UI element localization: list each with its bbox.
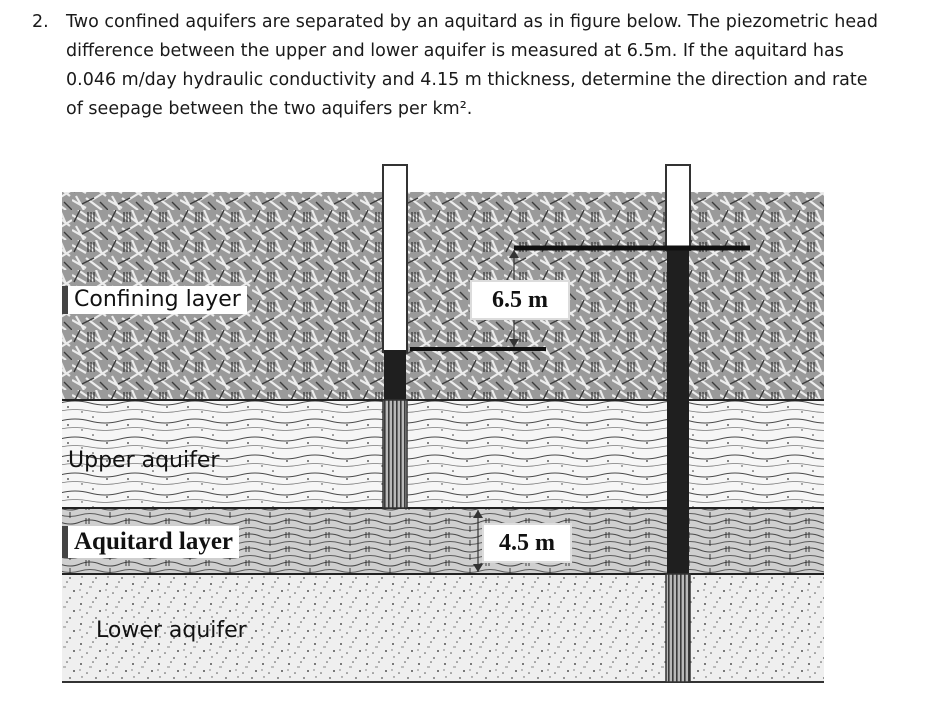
lower-piezometer-screen bbox=[665, 573, 691, 683]
aquitard-thickness-label: 4.5 m bbox=[484, 525, 570, 561]
upper-aquifer-label: Upper aquifer bbox=[68, 448, 220, 473]
upper-piezometer-casing bbox=[382, 164, 408, 353]
upper-piezometer-water-column bbox=[384, 350, 406, 400]
lower-aquifer-layer bbox=[62, 574, 824, 682]
confining-layer-label: Confining layer bbox=[62, 286, 247, 314]
upper-aquifer-layer bbox=[62, 400, 824, 508]
head-difference-label: 6.5 m bbox=[472, 282, 568, 318]
question-text: Two confined aquifers are separated by a… bbox=[66, 12, 878, 119]
question-number: 2. bbox=[32, 12, 49, 32]
lower-aquifer-label: Lower aquifer bbox=[96, 618, 247, 643]
upper-piezometer-screen bbox=[382, 399, 408, 509]
lower-piezometer-casing bbox=[665, 164, 691, 251]
aquitard-layer-label: Aquitard layer bbox=[62, 526, 240, 558]
lower-piezometer-water-column bbox=[667, 248, 689, 574]
